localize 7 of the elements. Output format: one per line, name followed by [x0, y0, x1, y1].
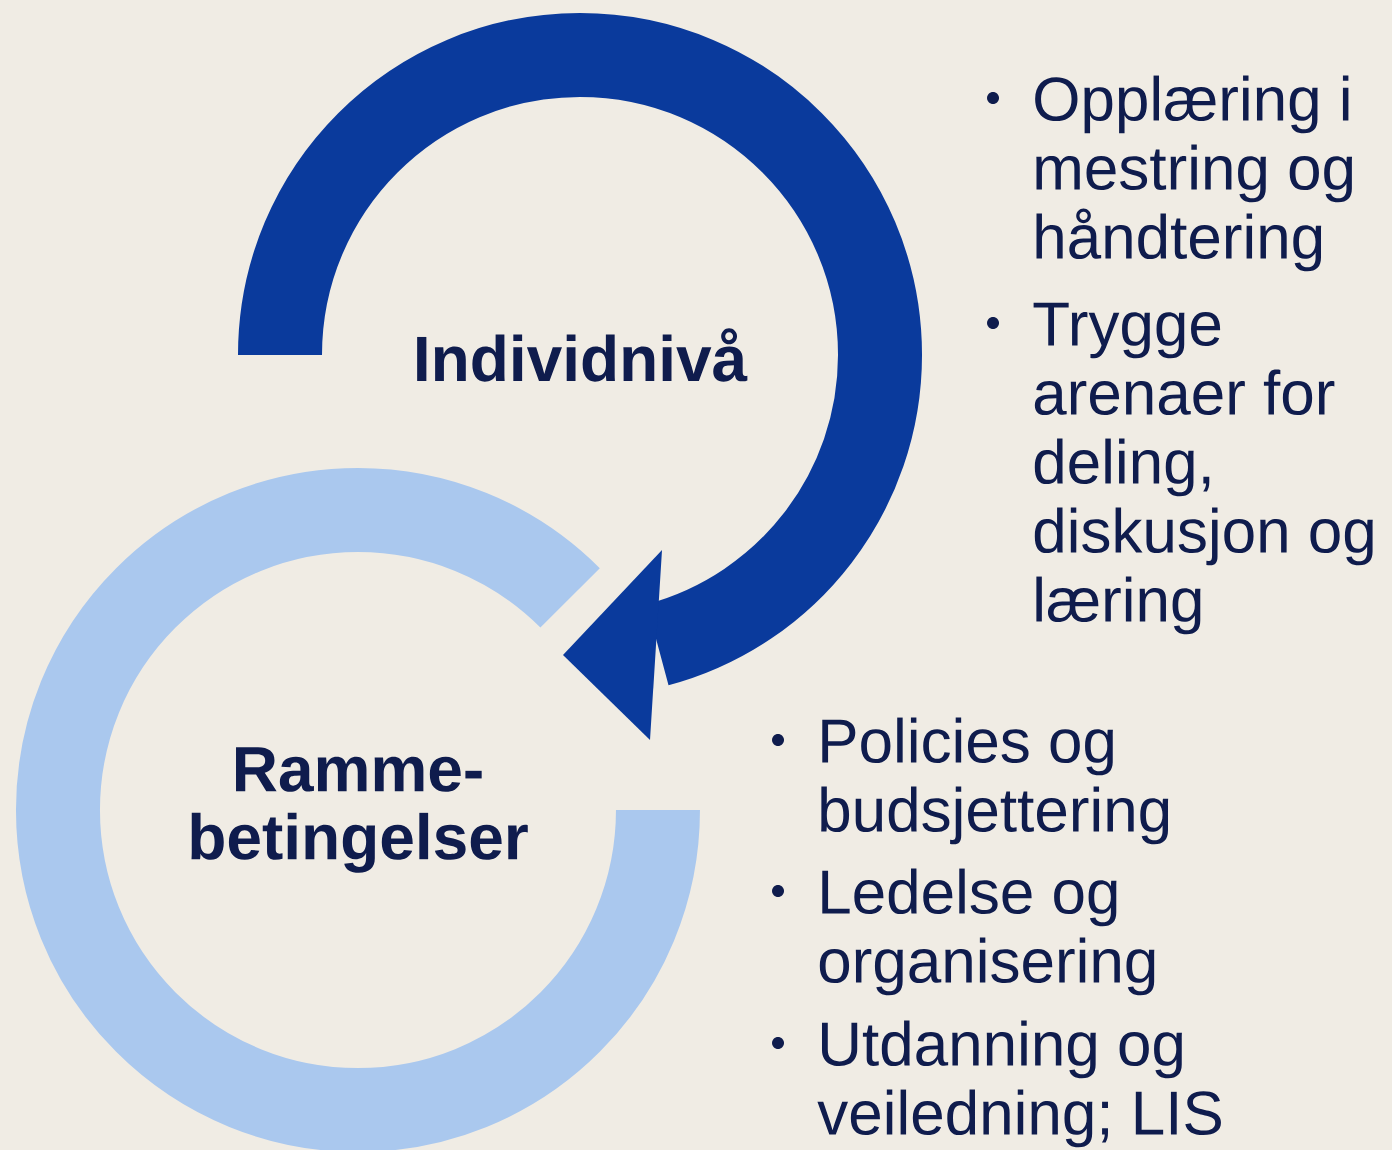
- bullet-item: Opplæring i mestring og håndtering: [987, 75, 1353, 272]
- bullet-item: Policies og budsjettering: [772, 717, 1169, 845]
- ring: Ramme- betingelser: [16, 468, 700, 1150]
- bullet-item: Trygge arenaer for deling, diskusjon og læring: [987, 302, 1373, 635]
- bullet-item: Utdanning og veiledning; LIS: [772, 1020, 1221, 1148]
- bullet-item: Ledelse og organisering: [772, 868, 1155, 996]
- node-label: Individnivå: [417, 328, 748, 382]
